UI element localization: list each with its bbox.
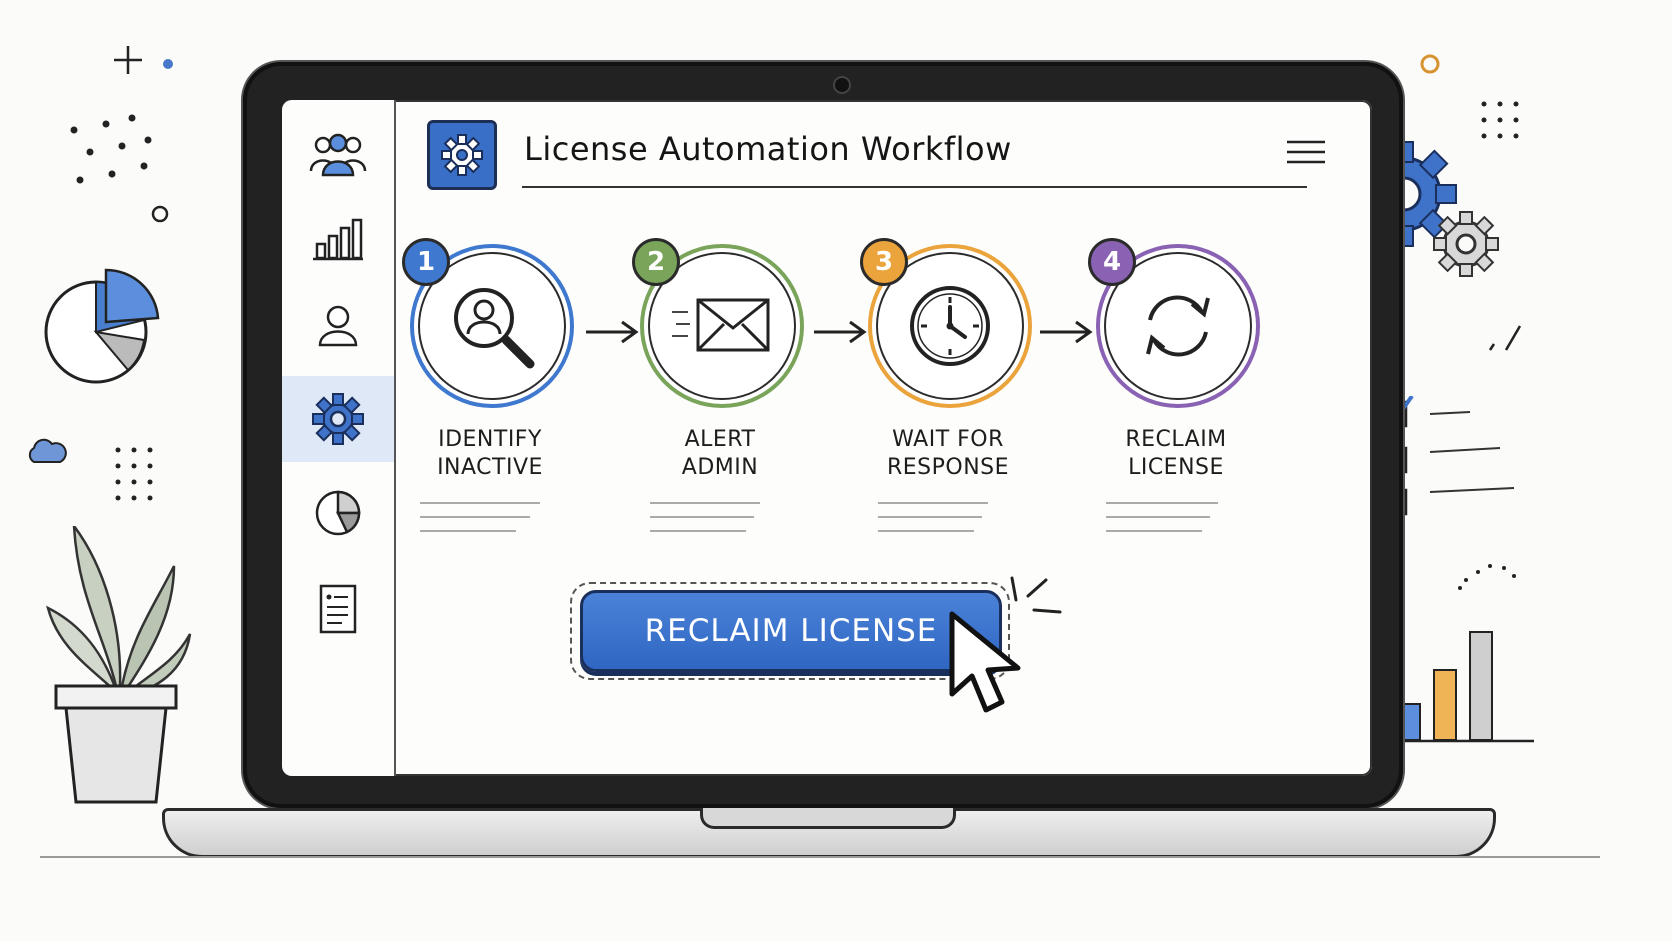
page-title: License Automation Workflow [524, 130, 1012, 168]
reclaim-license-button[interactable]: RECLAIM LICENSE [580, 590, 1002, 672]
decor-sparkles-right [1410, 50, 1540, 360]
sidebar [282, 100, 396, 776]
pie-chart-icon [313, 488, 363, 538]
arrow-right-icon [1036, 318, 1096, 346]
app-window: License Automation Workflow 1 IDENTIFY I… [282, 100, 1372, 776]
step-label-line: ALERT [684, 427, 756, 452]
workflow-step-3: 3 WAIT FOR RESPONSE [860, 238, 1038, 544]
users-icon [309, 129, 367, 177]
laptop-notch [700, 808, 956, 829]
workflow-step-1: 1 IDENTIFY INACTIVE [402, 238, 580, 544]
envelope-icon [670, 294, 774, 358]
decor-sparkles-left [60, 40, 220, 240]
bar-chart-icon [311, 216, 365, 262]
arrow-right-icon [810, 318, 870, 346]
decor-bar-chart-icon [1384, 620, 1544, 750]
step-label-line: RECLAIM [1125, 427, 1227, 452]
step-label: ALERT ADMIN [620, 426, 820, 482]
sidebar-item-reports[interactable] [282, 470, 394, 556]
sidebar-item-profile[interactable] [282, 282, 394, 368]
click-burst-icon [1010, 574, 1070, 634]
step-ring [410, 244, 574, 408]
sidebar-item-analytics[interactable] [282, 196, 394, 282]
step-number-badge: 1 [402, 238, 450, 286]
sidebar-item-users[interactable] [282, 110, 394, 196]
step-label: IDENTIFY INACTIVE [390, 426, 590, 482]
step-description-placeholder [420, 502, 560, 544]
arrow-right-icon [582, 318, 642, 346]
laptop-camera [833, 76, 851, 94]
ground-line [40, 856, 1600, 858]
decor-plant-icon [44, 526, 194, 806]
clock-icon [907, 283, 993, 369]
workflow-step-4: 4 RECLAIM LICENSE [1088, 238, 1266, 544]
decor-dots-left [112, 444, 162, 504]
step-label-line: ADMIN [681, 455, 759, 480]
workflow-step-2: 2 ALERT ADMIN [632, 238, 810, 544]
step-description-placeholder [878, 502, 1018, 544]
step-label-line: IDENTIFY [438, 427, 542, 452]
step-ring [868, 244, 1032, 408]
step-label: RECLAIM LICENSE [1076, 426, 1276, 482]
step-description-placeholder [650, 502, 790, 544]
step-ring [1096, 244, 1260, 408]
step-description-placeholder [1106, 502, 1246, 544]
app-logo-gear-icon [427, 120, 497, 190]
hamburger-menu-icon[interactable] [1285, 138, 1327, 166]
sidebar-item-documents[interactable] [282, 566, 394, 652]
document-icon [318, 583, 358, 635]
user-icon [316, 303, 360, 347]
step-number-badge: 4 [1088, 238, 1136, 286]
step-label-line: INACTIVE [437, 455, 543, 480]
step-label: WAIT FOR RESPONSE [848, 426, 1048, 482]
step-label-line: WAIT FOR [892, 427, 1004, 452]
decor-cloud-icon [24, 434, 68, 466]
header-divider [522, 186, 1307, 188]
user-search-icon [446, 280, 538, 372]
step-label-line: LICENSE [1128, 455, 1224, 480]
refresh-icon [1138, 286, 1218, 366]
step-label-line: RESPONSE [886, 455, 1010, 480]
sidebar-item-settings[interactable] [282, 376, 394, 462]
gear-icon [311, 392, 365, 446]
mouse-cursor-icon [944, 610, 1044, 720]
step-number-badge: 3 [860, 238, 908, 286]
button-focus-outline [570, 582, 1010, 680]
step-number-badge: 2 [632, 238, 680, 286]
decor-pie-chart [40, 262, 170, 392]
